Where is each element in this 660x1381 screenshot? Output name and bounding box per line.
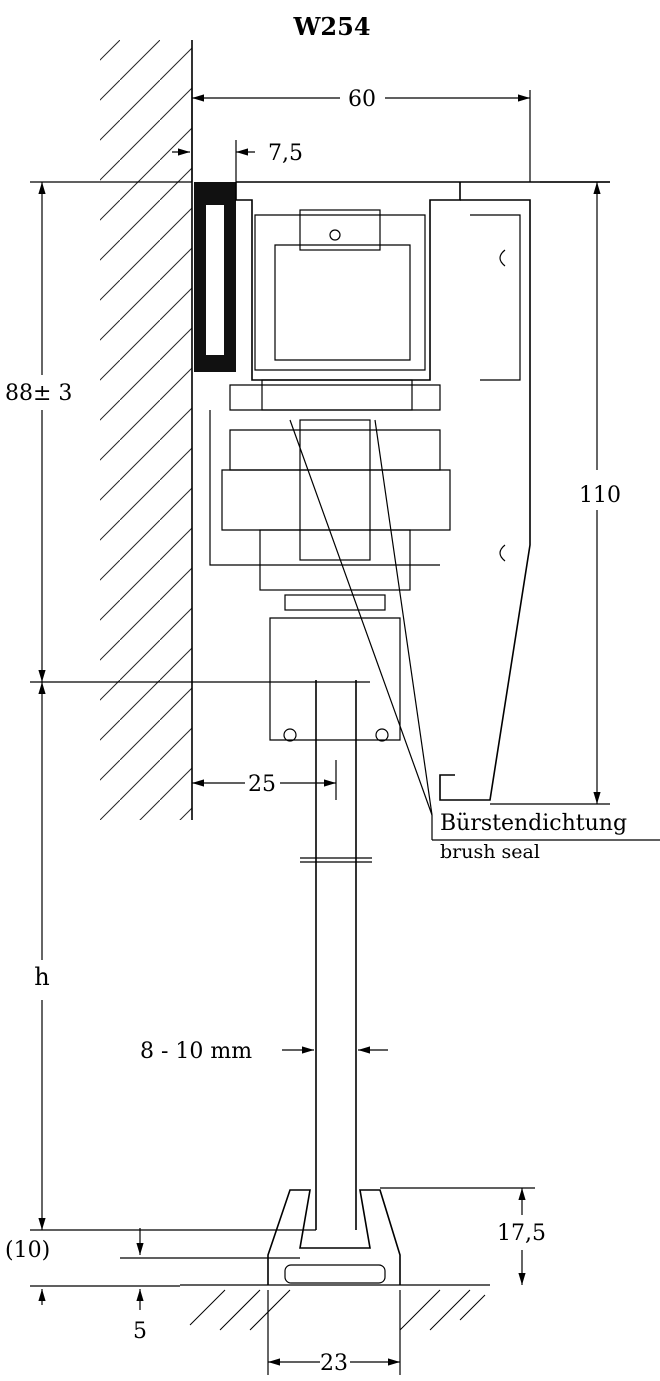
dim-profile-height: 110 bbox=[490, 181, 621, 805]
dim-glass-offset-label: 25 bbox=[248, 772, 276, 797]
dim-floor-clearance-label: (10) bbox=[5, 1238, 50, 1263]
dim-glass-thickness-label: 8 - 10 mm bbox=[140, 1039, 252, 1064]
dim-floor-guide-height-label: 17,5 bbox=[497, 1221, 546, 1246]
dim-floor-recess-label: 5 bbox=[133, 1319, 147, 1344]
dim-floor-recess: 5 bbox=[30, 1285, 180, 1344]
brush-seal-label-de: Bürstendichtung bbox=[440, 811, 627, 836]
floor-section bbox=[180, 1284, 490, 1331]
glass-pane bbox=[300, 680, 372, 1230]
floor-guide bbox=[267, 1189, 401, 1285]
wall-section bbox=[100, 40, 193, 820]
dim-track-height-label: 88± 3 bbox=[5, 381, 72, 406]
dim-wall-gap-label: 7,5 bbox=[268, 141, 303, 166]
dim-floor-guide-width-label: 23 bbox=[320, 1351, 348, 1376]
drawing-title: W254 bbox=[292, 12, 370, 41]
dim-track-height: 88± 3 bbox=[5, 181, 370, 683]
dim-floor-guide-width: 23 bbox=[267, 1290, 401, 1376]
dim-overall-width-label: 60 bbox=[348, 87, 376, 112]
dim-wall-gap: 7,5 bbox=[172, 140, 303, 182]
dim-overall-width: 60 bbox=[191, 80, 531, 182]
brush-seal-leader bbox=[289, 419, 660, 841]
dim-glass-offset: 25 bbox=[192, 760, 337, 800]
dim-door-height-label: h bbox=[34, 963, 49, 991]
dim-glass-thickness: 8 - 10 mm bbox=[140, 1039, 388, 1064]
brush-seal-label-en: brush seal bbox=[440, 841, 540, 863]
dim-profile-height-label: 110 bbox=[579, 483, 621, 508]
dim-floor-guide-height: 17,5 bbox=[380, 1187, 546, 1285]
track-profile bbox=[194, 181, 610, 801]
dim-door-height: h bbox=[30, 682, 316, 1231]
dim-floor-clearance: (10) bbox=[5, 1228, 300, 1263]
